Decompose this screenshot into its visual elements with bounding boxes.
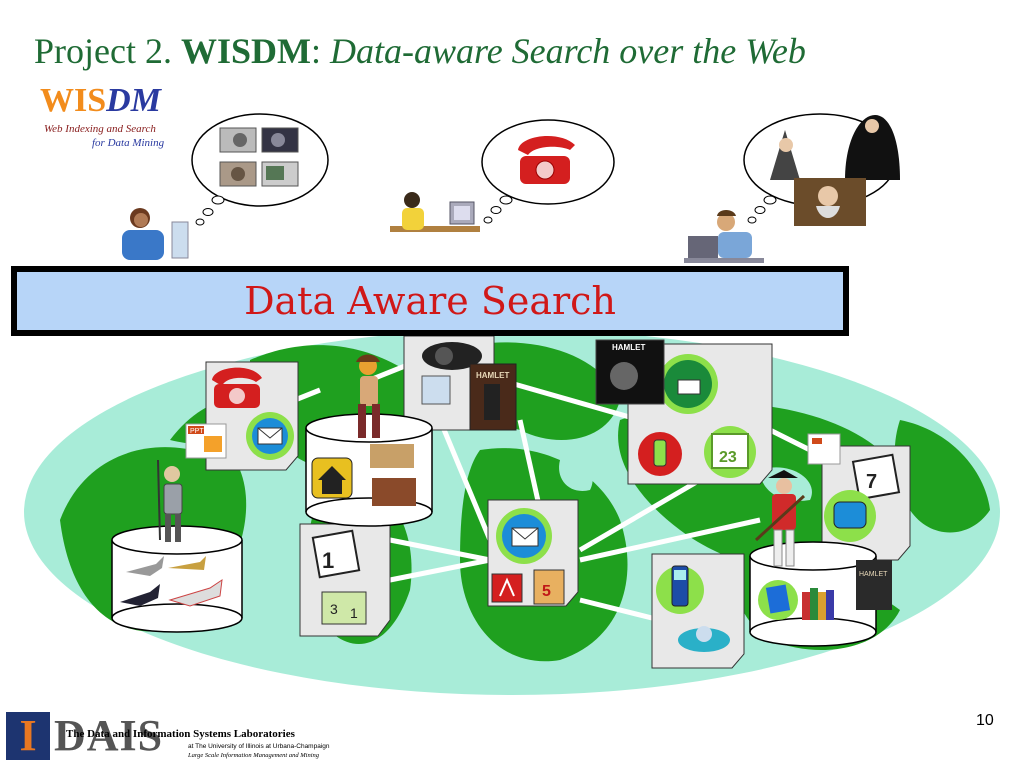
don-quixote-figure	[157, 459, 183, 542]
data-aware-search-banner: Data Aware Search	[11, 266, 849, 336]
slide-title: Project 2. WISDM: Data-aware Search over…	[34, 31, 806, 71]
woman-on-phone-user	[122, 208, 189, 260]
page-rotary-phone-hamlet: HAMLET	[403, 335, 517, 431]
thought-bubble-harry-potter	[743, 113, 900, 226]
thought-bubble-phone	[481, 119, 615, 224]
database-airplanes	[111, 525, 243, 633]
database-houses	[305, 413, 433, 527]
svg-text:HAMLET: HAMLET	[612, 343, 645, 352]
svg-text:5: 5	[542, 583, 551, 600]
svg-text:HAMLET: HAMLET	[476, 371, 509, 380]
svg-text:1: 1	[322, 548, 334, 573]
svg-text:7: 7	[866, 471, 877, 493]
page-calendar: 1 3 1	[299, 523, 391, 637]
illinois-i-mark: I	[19, 711, 37, 760]
page-email-acrobat: 5	[487, 499, 579, 607]
svg-text:1: 1	[350, 605, 358, 621]
man-at-laptop-user	[684, 210, 764, 263]
svg-text:23: 23	[719, 449, 737, 466]
svg-text:HAMLET: HAMLET	[859, 571, 888, 578]
database-books: HAMLET	[749, 541, 892, 647]
page-mailbox-calendar: 23 HAMLET	[595, 339, 773, 485]
page-mobile-phone	[651, 553, 745, 669]
puss-in-boots-figure	[356, 354, 380, 438]
dais-logo: DAIS	[54, 711, 164, 760]
footer-university: at The University of Illinois at Urbana-…	[188, 743, 330, 750]
footer-lab-name: The Data and Information Systems Laborat…	[66, 728, 295, 740]
page-number: 10	[976, 712, 994, 729]
colonial-soldier-figure	[754, 470, 806, 567]
footer-tagline: Large Scale Information Management and M…	[188, 752, 320, 759]
banner-label: Data Aware Search	[244, 279, 616, 323]
svg-text:3: 3	[330, 601, 338, 617]
wisdm-logo: WISDM	[40, 82, 161, 119]
page-phone-email: PPT	[185, 361, 299, 471]
page-calendar-mailbox: 7	[807, 433, 911, 561]
svg-text:PPT: PPT	[190, 428, 204, 435]
woman-at-desk-user	[390, 192, 480, 232]
illinois-logo	[6, 712, 50, 760]
thought-bubble-cameras	[191, 113, 329, 226]
